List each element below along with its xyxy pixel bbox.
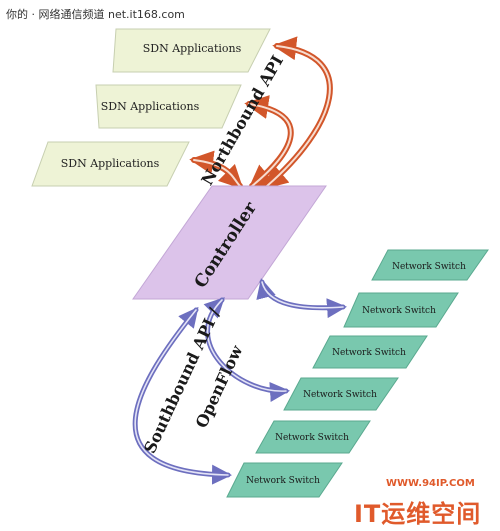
- site-watermark-url: WWW.94IP.COM: [386, 478, 475, 489]
- network-switch-label: Network Switch: [332, 348, 406, 358]
- sdn-app-label: SDN Applications: [101, 100, 200, 113]
- network-switch-label: Network Switch: [246, 476, 320, 486]
- sdn-app-label: SDN Applications: [61, 157, 160, 170]
- network-switch-label: Network Switch: [362, 306, 436, 316]
- network-switch-label: Network Switch: [392, 262, 466, 272]
- controller-box: Controller: [132, 185, 327, 300]
- network-switch: Network Switch: [226, 462, 343, 498]
- network-switch: Network Switch: [371, 249, 489, 281]
- sdn-app-box: SDN Applications: [31, 141, 190, 187]
- sdn-app-label: SDN Applications: [143, 42, 242, 55]
- network-switch: Network Switch: [283, 377, 399, 411]
- source-watermark: 你的 · 网络通信频道 net.it168.com: [6, 8, 185, 21]
- northbound-arrow-highlights: [193, 45, 331, 187]
- southbound-arrow-highlights: [134, 281, 344, 476]
- sdn-app-box: SDN Applications: [112, 28, 271, 73]
- network-switch: Network Switch: [312, 335, 428, 369]
- network-switch-label: Network Switch: [275, 433, 349, 443]
- site-watermark-logo: IT运维空间: [354, 500, 482, 528]
- southbound-arrow: [256, 278, 347, 319]
- network-switch: Network Switch: [255, 420, 371, 454]
- network-switch: Network Switch: [343, 292, 459, 328]
- sdn-app-box: SDN Applications: [95, 84, 242, 129]
- network-switch-label: Network Switch: [303, 390, 377, 400]
